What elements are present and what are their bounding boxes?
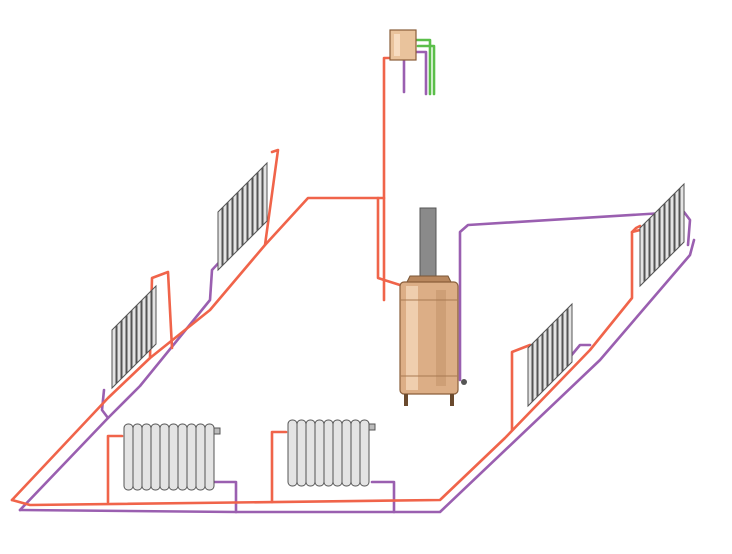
radiator-fin <box>314 419 325 487</box>
radiator-fin <box>639 222 645 288</box>
radiator-fin <box>262 161 268 227</box>
supply-front-bottom <box>10 228 642 507</box>
supply-back-right-radiator <box>630 224 642 234</box>
radiator-fin <box>195 423 206 491</box>
radiator-fin <box>227 196 233 262</box>
radiator-fin <box>217 206 223 272</box>
radiator-fin <box>305 419 316 487</box>
supply-back-left-radiator <box>263 148 280 247</box>
radiator-fin <box>552 317 558 383</box>
radiator-fin <box>644 217 650 283</box>
radiator-fin <box>141 423 152 491</box>
return-boiler-top-line <box>458 210 682 382</box>
radiator-fin <box>126 309 132 375</box>
radiator-fin <box>557 312 563 378</box>
return-front-center-radiator <box>370 480 396 514</box>
radiator-fin <box>123 423 134 491</box>
radiator-fin <box>532 337 538 403</box>
return-back-right-radiator <box>682 210 692 247</box>
radiator-fin <box>116 319 122 385</box>
radiator-fin <box>679 182 685 248</box>
radiator-fin <box>141 294 147 360</box>
radiator-fin <box>664 197 670 263</box>
radiator-fin <box>654 207 660 273</box>
radiator-fin <box>287 419 298 487</box>
return-front-left-radiator <box>210 480 238 514</box>
radiator-fin <box>296 419 307 487</box>
radiator-fin <box>332 419 343 487</box>
radiator-fin <box>542 327 548 393</box>
expansion-tank-icon <box>389 29 417 61</box>
radiator-fin <box>323 419 334 487</box>
supply-front-left-radiator <box>106 434 124 504</box>
radiator-fin <box>537 332 543 398</box>
radiator-fin <box>237 186 243 252</box>
return-mid-left-radiator <box>100 388 110 420</box>
radiator-fin <box>649 212 655 278</box>
supply-mid-right-radiator <box>510 343 532 432</box>
radiator-fin <box>247 176 253 242</box>
return-left-riser <box>18 253 228 512</box>
supply-main-floor <box>10 196 386 502</box>
supply-to-boiler <box>376 196 402 287</box>
radiator-fin <box>341 419 352 487</box>
radiator-icon <box>527 302 573 408</box>
radiator-fin <box>111 324 117 390</box>
radiator-fin <box>121 314 127 380</box>
cold-water-pipes <box>414 38 436 96</box>
radiator-icon <box>111 284 157 390</box>
radiator-fin <box>159 423 170 491</box>
radiator-icon <box>639 182 685 288</box>
radiator-fin <box>547 322 553 388</box>
radiator-fin <box>252 171 258 237</box>
radiator-fin <box>232 191 238 257</box>
radiator-fin <box>527 342 533 408</box>
radiator-fin <box>359 419 370 487</box>
radiator-fin <box>350 419 361 487</box>
radiator-fin <box>204 423 215 491</box>
valve-icon <box>461 379 467 385</box>
radiators <box>111 161 685 491</box>
boiler-icon <box>399 207 467 406</box>
radiator-fin <box>674 187 680 253</box>
radiator-fin <box>177 423 188 491</box>
radiator-fin <box>168 423 179 491</box>
radiator-fin <box>562 307 568 373</box>
radiator-fin <box>151 284 157 350</box>
radiator-fin <box>132 423 143 491</box>
supply-main-riser <box>382 56 398 302</box>
radiator-icon <box>123 423 221 491</box>
radiator-fin <box>186 423 197 491</box>
radiator-fin <box>257 166 263 232</box>
radiator-fin <box>131 304 137 370</box>
radiator-fin <box>146 289 152 355</box>
cold-water-line-a <box>414 38 432 96</box>
supply-front-center-radiator <box>270 430 288 504</box>
radiator-fin <box>567 302 573 368</box>
radiator-icon <box>287 419 376 487</box>
radiator-fin <box>222 201 228 267</box>
radiator-fin <box>669 192 675 258</box>
cold-water-line-b <box>416 44 436 96</box>
radiator-icon <box>217 161 268 272</box>
return-expansion-tank-side <box>412 50 428 96</box>
radiator-fin <box>150 423 161 491</box>
radiator-fin <box>659 202 665 268</box>
radiator-fin <box>136 299 142 365</box>
radiator-fin <box>242 181 248 247</box>
chimney-icon <box>419 207 437 279</box>
